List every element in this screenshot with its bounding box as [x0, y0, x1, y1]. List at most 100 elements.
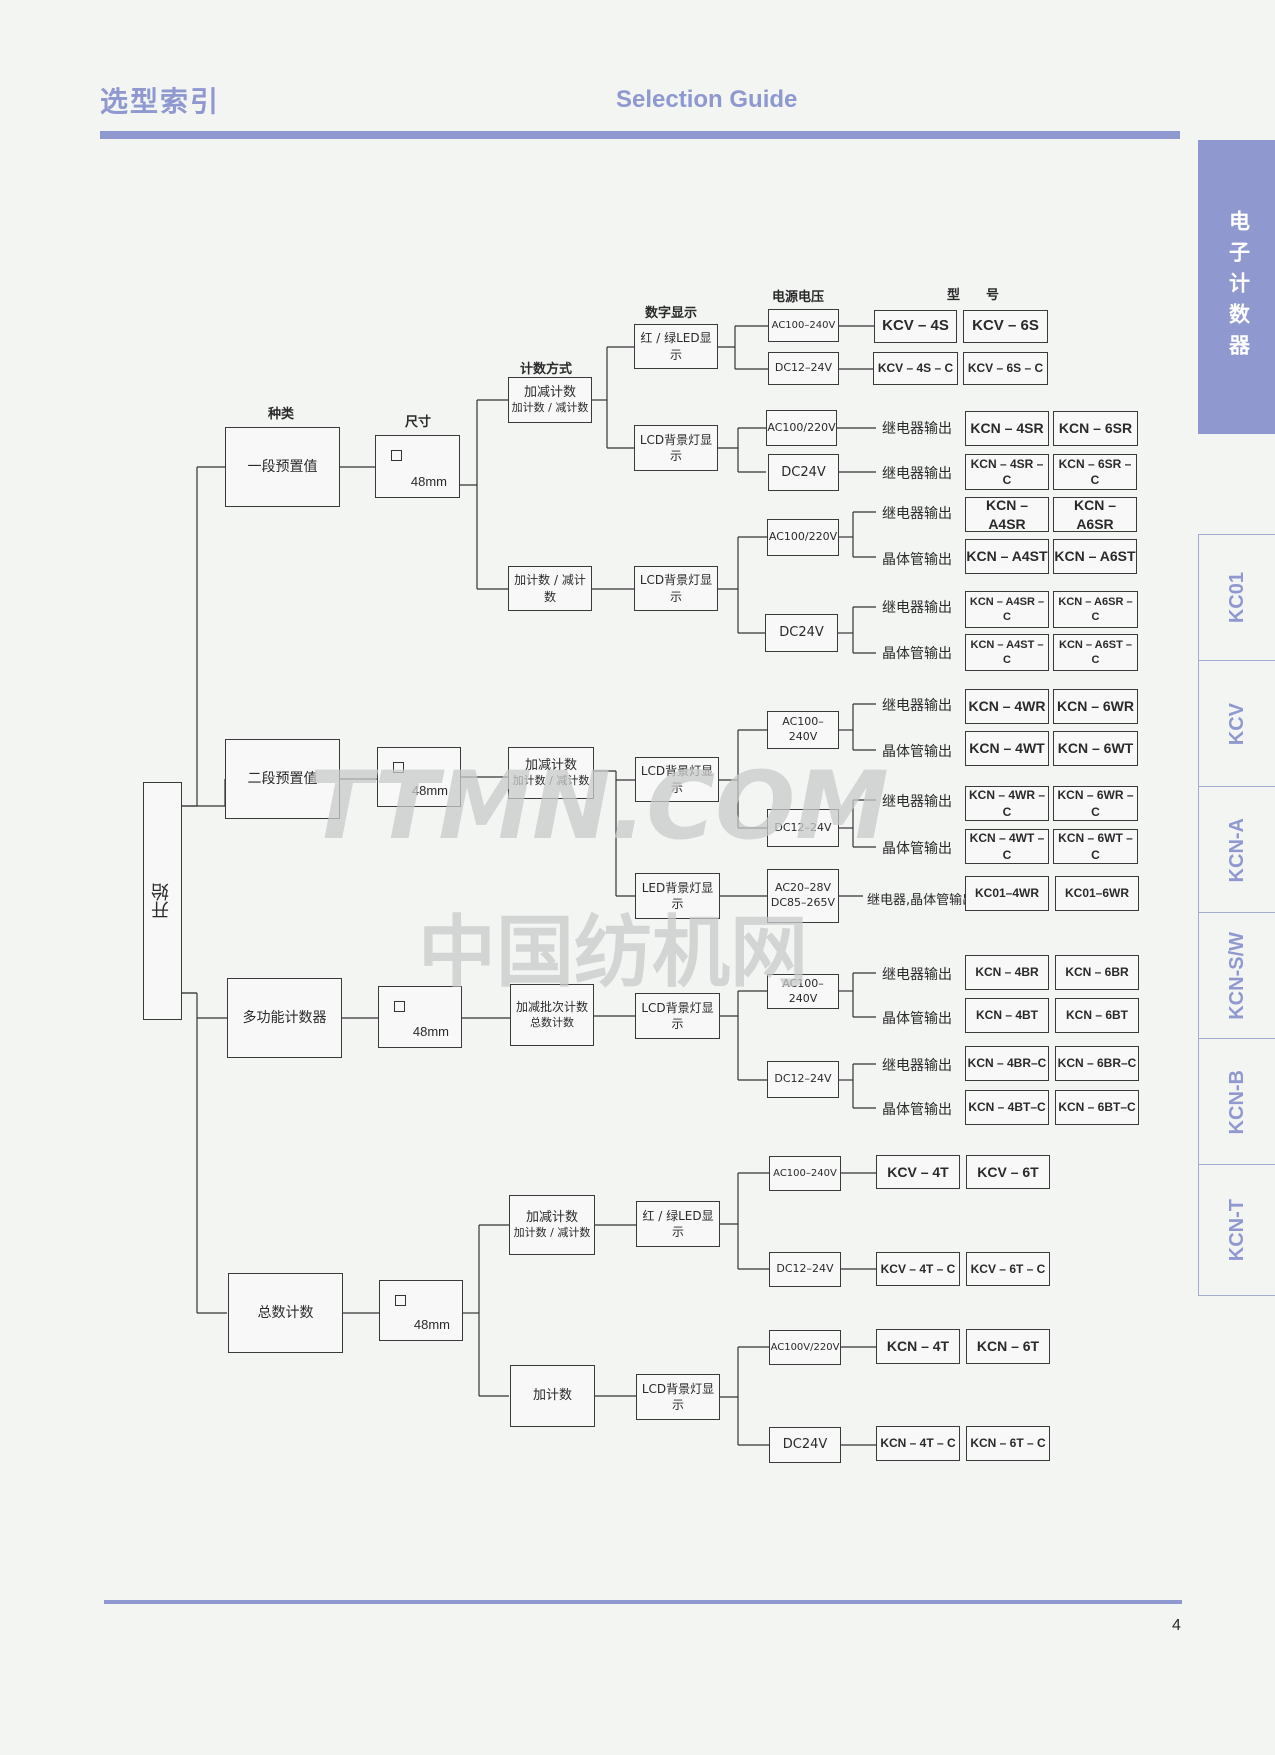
model-box: KCN – A4ST – C [965, 634, 1049, 671]
count-mode-box: 加减计数加计数 / 减计数 [508, 377, 592, 423]
start-node: 开始 [143, 782, 182, 1020]
square-icon [393, 762, 404, 773]
display-box: 红 / 绿LED显示 [634, 324, 718, 369]
model-box: KCN – 6WR [1053, 689, 1138, 724]
count-mode-box: 加减批次计数总数计数 [510, 984, 594, 1046]
model-label: KCN – A6ST – C [1059, 638, 1132, 666]
output-label: 晶体管输出 [882, 841, 952, 857]
model-label: KCN – 4BR [975, 965, 1039, 980]
voltage-box: DC24V [768, 454, 839, 491]
model-box: KCN – 4SR – C [965, 454, 1049, 490]
voltage-label: AC100V/220V [770, 1341, 840, 1353]
model-box: KCV – 6S [963, 310, 1048, 343]
side-tab-label: 电子计数器 [1226, 209, 1250, 365]
model-box: KCN – 4WR [965, 689, 1049, 724]
display-box: 红 / 绿LED显示 [636, 1201, 720, 1247]
display-box: LCD背景灯显示 [636, 1374, 720, 1420]
start-label: 开始 [151, 883, 173, 919]
model-box: KCV – 4S – C [873, 352, 958, 385]
model-box: KCN – 6T [966, 1329, 1050, 1364]
model-label: KCN – A4SR [985, 496, 1028, 532]
voltage-label: AC100/220V [767, 420, 836, 434]
model-box: KCN – 4WT [965, 731, 1049, 766]
model-box: KCN – 4WT – C [965, 829, 1049, 864]
square-icon [395, 1295, 406, 1306]
side-tab-kcn-b[interactable]: KCN-B [1198, 1038, 1275, 1166]
voltage-box: AC100–240V [769, 1156, 841, 1191]
output-label: 继电器输出 [882, 698, 952, 714]
column-heading-display: 数字显示 [645, 306, 698, 321]
model-label: KCN – 6WR [1056, 698, 1134, 715]
model-box: KCV – 6T [966, 1155, 1050, 1189]
voltage-label: AC100/220V [768, 530, 838, 544]
output-label: 继电器输出 [882, 466, 952, 482]
output-label: 晶体管输出 [882, 552, 952, 568]
output-label: 继电器输出 [882, 600, 952, 616]
side-tab-kcn-a[interactable]: KCN-A [1198, 786, 1275, 914]
model-box: KCN – 6BT [1055, 998, 1139, 1033]
model-box: KCN – 4T [876, 1329, 960, 1364]
voltage-box: DC12–24V [767, 809, 839, 847]
page-title-cn: 选型索引 [100, 85, 221, 118]
model-box: KC01–4WR [965, 876, 1049, 911]
model-label: KCN – 6WT [1057, 740, 1134, 757]
model-box: KCN – 6WT – C [1053, 829, 1138, 864]
count-mode-box: 加减计数加计数 / 减计数 [508, 747, 594, 799]
model-label: KCN – 4WT – C [969, 831, 1045, 862]
page-title-en: Selection Guide [616, 86, 798, 113]
display-label: LCD背景灯显示 [639, 432, 713, 463]
model-label: KCN – 4SR [970, 420, 1044, 437]
model-label: KCN – 4SR – C [970, 456, 1044, 487]
display-box: LCD背景灯显示 [634, 566, 718, 611]
category-multifunction: 多功能计数器 [227, 978, 342, 1058]
voltage-label: DC12–24V [776, 1262, 834, 1276]
display-label: 红 / 绿LED显示 [642, 1208, 714, 1239]
side-tab-kc01[interactable]: KC01 [1198, 534, 1275, 662]
count-mode-line2: 总数计数 [530, 1015, 574, 1029]
side-tab-kcv[interactable]: KCV [1198, 660, 1275, 788]
model-label: KC01–6WR [1064, 886, 1130, 901]
size-box: 48mm [378, 986, 462, 1048]
count-mode-box: 加减计数加计数 / 减计数 [509, 1195, 595, 1255]
model-label: KCN – 4WR [968, 698, 1046, 715]
output-label: 继电器输出 [882, 794, 952, 810]
model-box: KCN – 6BR–C [1055, 1046, 1139, 1081]
voltage-box: AC100/220V [767, 519, 839, 556]
page-number: 4 [1172, 1617, 1181, 1634]
model-label: KCN – A6ST [1054, 548, 1136, 565]
model-label: KCN – 4BT [975, 1008, 1038, 1023]
voltage-label: AC100–240V [782, 715, 824, 743]
display-box: LCD背景灯显示 [634, 425, 718, 471]
model-box: KCV – 6S – C [963, 352, 1048, 385]
model-box: KCN – A6SR [1053, 497, 1137, 532]
model-label: KCV – 4T – C [880, 1261, 956, 1276]
voltage-box: AC100–240V [768, 309, 839, 342]
side-tab-kcn-sw[interactable]: KCN-S/W [1198, 912, 1275, 1040]
model-label: KCN – 4T [886, 1338, 950, 1355]
count-mode-line1: 加减计数 [523, 384, 576, 400]
side-tab-kcn-t[interactable]: KCN-T [1198, 1164, 1275, 1296]
watermark-logo: TTMN.COM [308, 752, 889, 861]
model-label: KCN – A4SR – C [969, 595, 1045, 623]
output-label: 晶体管输出 [882, 744, 952, 760]
size-label: 48mm [410, 474, 447, 490]
model-box: KCN – 4BR [965, 955, 1049, 990]
column-heading-model: 型 号 [947, 288, 1000, 303]
voltage-label: DC24V [779, 625, 824, 641]
category-total-count: 总数计数 [228, 1273, 343, 1353]
model-label: KCN – 4BR–C [967, 1056, 1047, 1071]
square-icon [394, 1001, 405, 1012]
voltage-box: AC100–240V [767, 711, 839, 749]
count-mode-line2: 加计数 / 减计数 [511, 401, 589, 415]
model-box: KCV – 4S [874, 310, 957, 343]
voltage-label: DC12–24V [774, 820, 832, 834]
category-label: 总数计数 [257, 1304, 314, 1321]
display-label: LCD背景灯显示 [639, 573, 713, 604]
model-label: KCN – 6T [976, 1338, 1040, 1355]
side-tab-electronic-counter[interactable]: 电子计数器 [1198, 140, 1275, 434]
voltage-label: AC100–240V [773, 1167, 837, 1179]
model-label: KCN – A4ST [966, 548, 1048, 565]
model-box: KCN – 4BR–C [965, 1046, 1049, 1081]
count-mode-line1: 加计数 / 减计数 [514, 573, 586, 604]
